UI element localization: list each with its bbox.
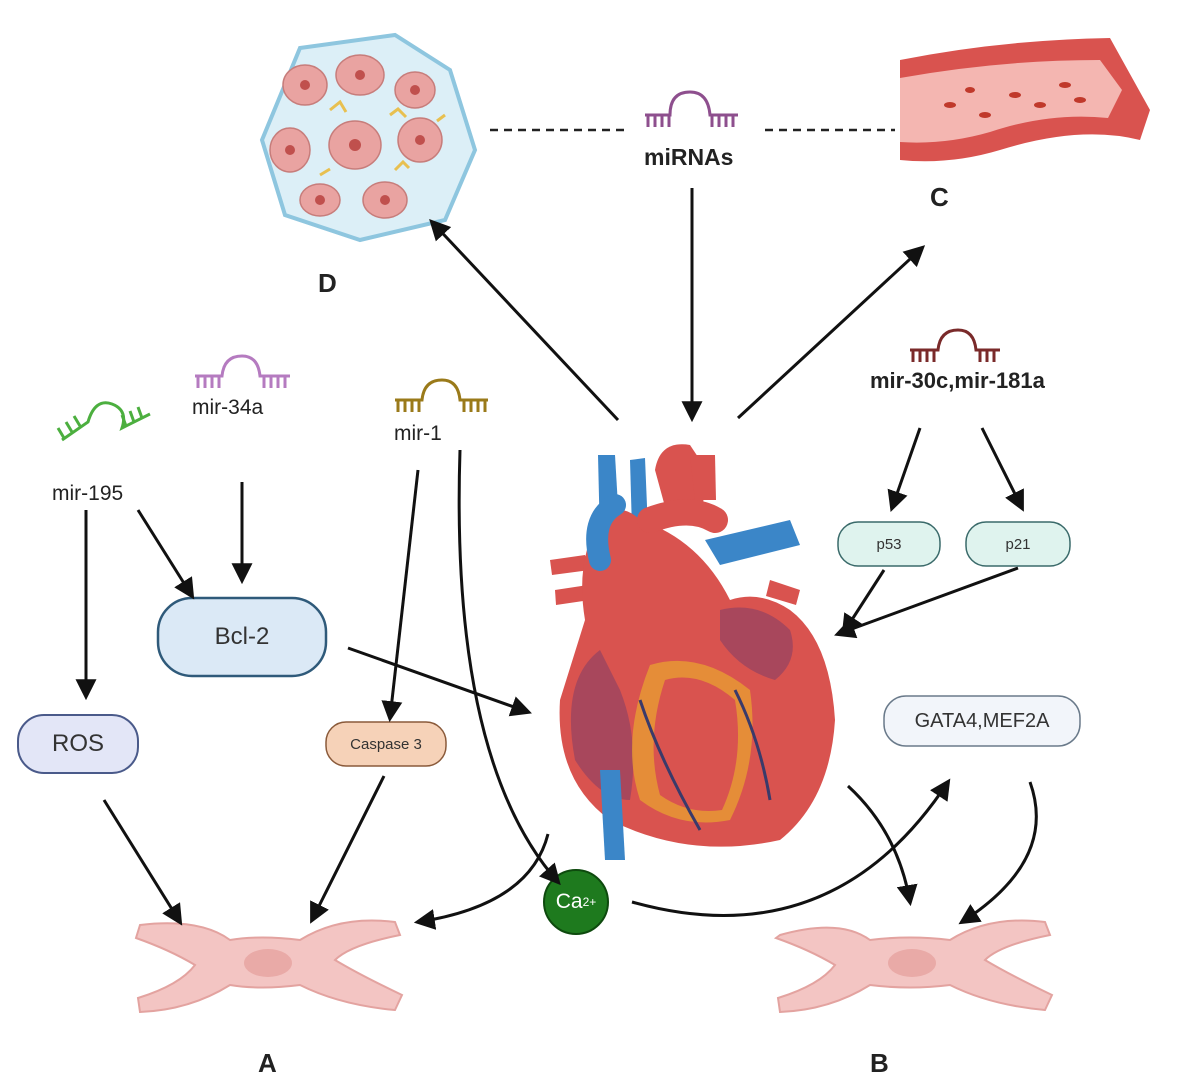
mirna-icon bbox=[195, 354, 290, 388]
arrow-heart-c bbox=[736, 245, 926, 420]
arrow-mir1-calcium bbox=[457, 449, 561, 886]
mirna-icon bbox=[395, 378, 488, 412]
p53-node bbox=[837, 521, 941, 567]
p21-node bbox=[965, 521, 1071, 567]
bcl2-node bbox=[156, 596, 328, 678]
arrow-caspase3-a bbox=[310, 775, 386, 924]
mirna-icon bbox=[56, 401, 151, 442]
heart-icon bbox=[550, 444, 835, 860]
p53-label: p53 bbox=[876, 535, 902, 553]
arrow-mir30c-p53 bbox=[887, 427, 922, 512]
mir195-label: mir-195 bbox=[52, 482, 124, 505]
cardiomyocyte-icon bbox=[134, 919, 404, 1014]
panel-label-d: D bbox=[318, 268, 337, 298]
mirna-icon bbox=[645, 90, 738, 127]
ros-node bbox=[17, 714, 139, 774]
panel-label-b: B bbox=[870, 1048, 889, 1078]
mir34a-label: mir-34a bbox=[192, 396, 264, 419]
arrow-gata4-b bbox=[958, 781, 1038, 925]
calcium-symbol: Ca bbox=[555, 890, 583, 913]
arrow-mir181a-p21 bbox=[980, 427, 1024, 512]
mir1-label: mir-1 bbox=[394, 422, 442, 445]
mir30c181a-label: mir-30c,mir-181a bbox=[870, 368, 1045, 393]
calcium-ion-icon bbox=[543, 869, 609, 935]
caspase3-label: Caspase 3 bbox=[350, 735, 422, 753]
ros-label: ROS bbox=[51, 730, 104, 757]
mirna-icon bbox=[910, 328, 1000, 362]
arrow-heart-d bbox=[429, 218, 620, 422]
arrow-heart-a bbox=[413, 833, 550, 930]
arrow-ros-a bbox=[102, 799, 183, 926]
arrow-calcium-gata4 bbox=[631, 778, 951, 917]
fibrosis-tissue-icon bbox=[259, 32, 478, 243]
panel-label-c: C bbox=[930, 182, 949, 212]
blood-vessel-icon bbox=[900, 38, 1150, 162]
arrow-mir1-caspase3 bbox=[381, 469, 420, 723]
gata4mef2a-label: GATA4,MEF2A bbox=[914, 709, 1050, 732]
gata4mef2a-node bbox=[883, 695, 1081, 747]
cardiomyocyte-icon bbox=[773, 919, 1054, 1014]
arrow-bcl2-heart bbox=[347, 646, 532, 717]
arrow-mir195-bcl2 bbox=[136, 509, 195, 600]
calcium-charge: 2+ bbox=[582, 895, 597, 909]
arrow-p53-heart bbox=[841, 569, 886, 636]
arrow-heart-b bbox=[846, 784, 918, 907]
mirnas-label: miRNAs bbox=[644, 144, 734, 170]
bcl2-label: Bcl-2 bbox=[214, 623, 270, 650]
p21-label: p21 bbox=[1005, 535, 1031, 553]
arrow-p21-heart bbox=[834, 566, 1019, 639]
panel-label-a: A bbox=[258, 1048, 277, 1078]
